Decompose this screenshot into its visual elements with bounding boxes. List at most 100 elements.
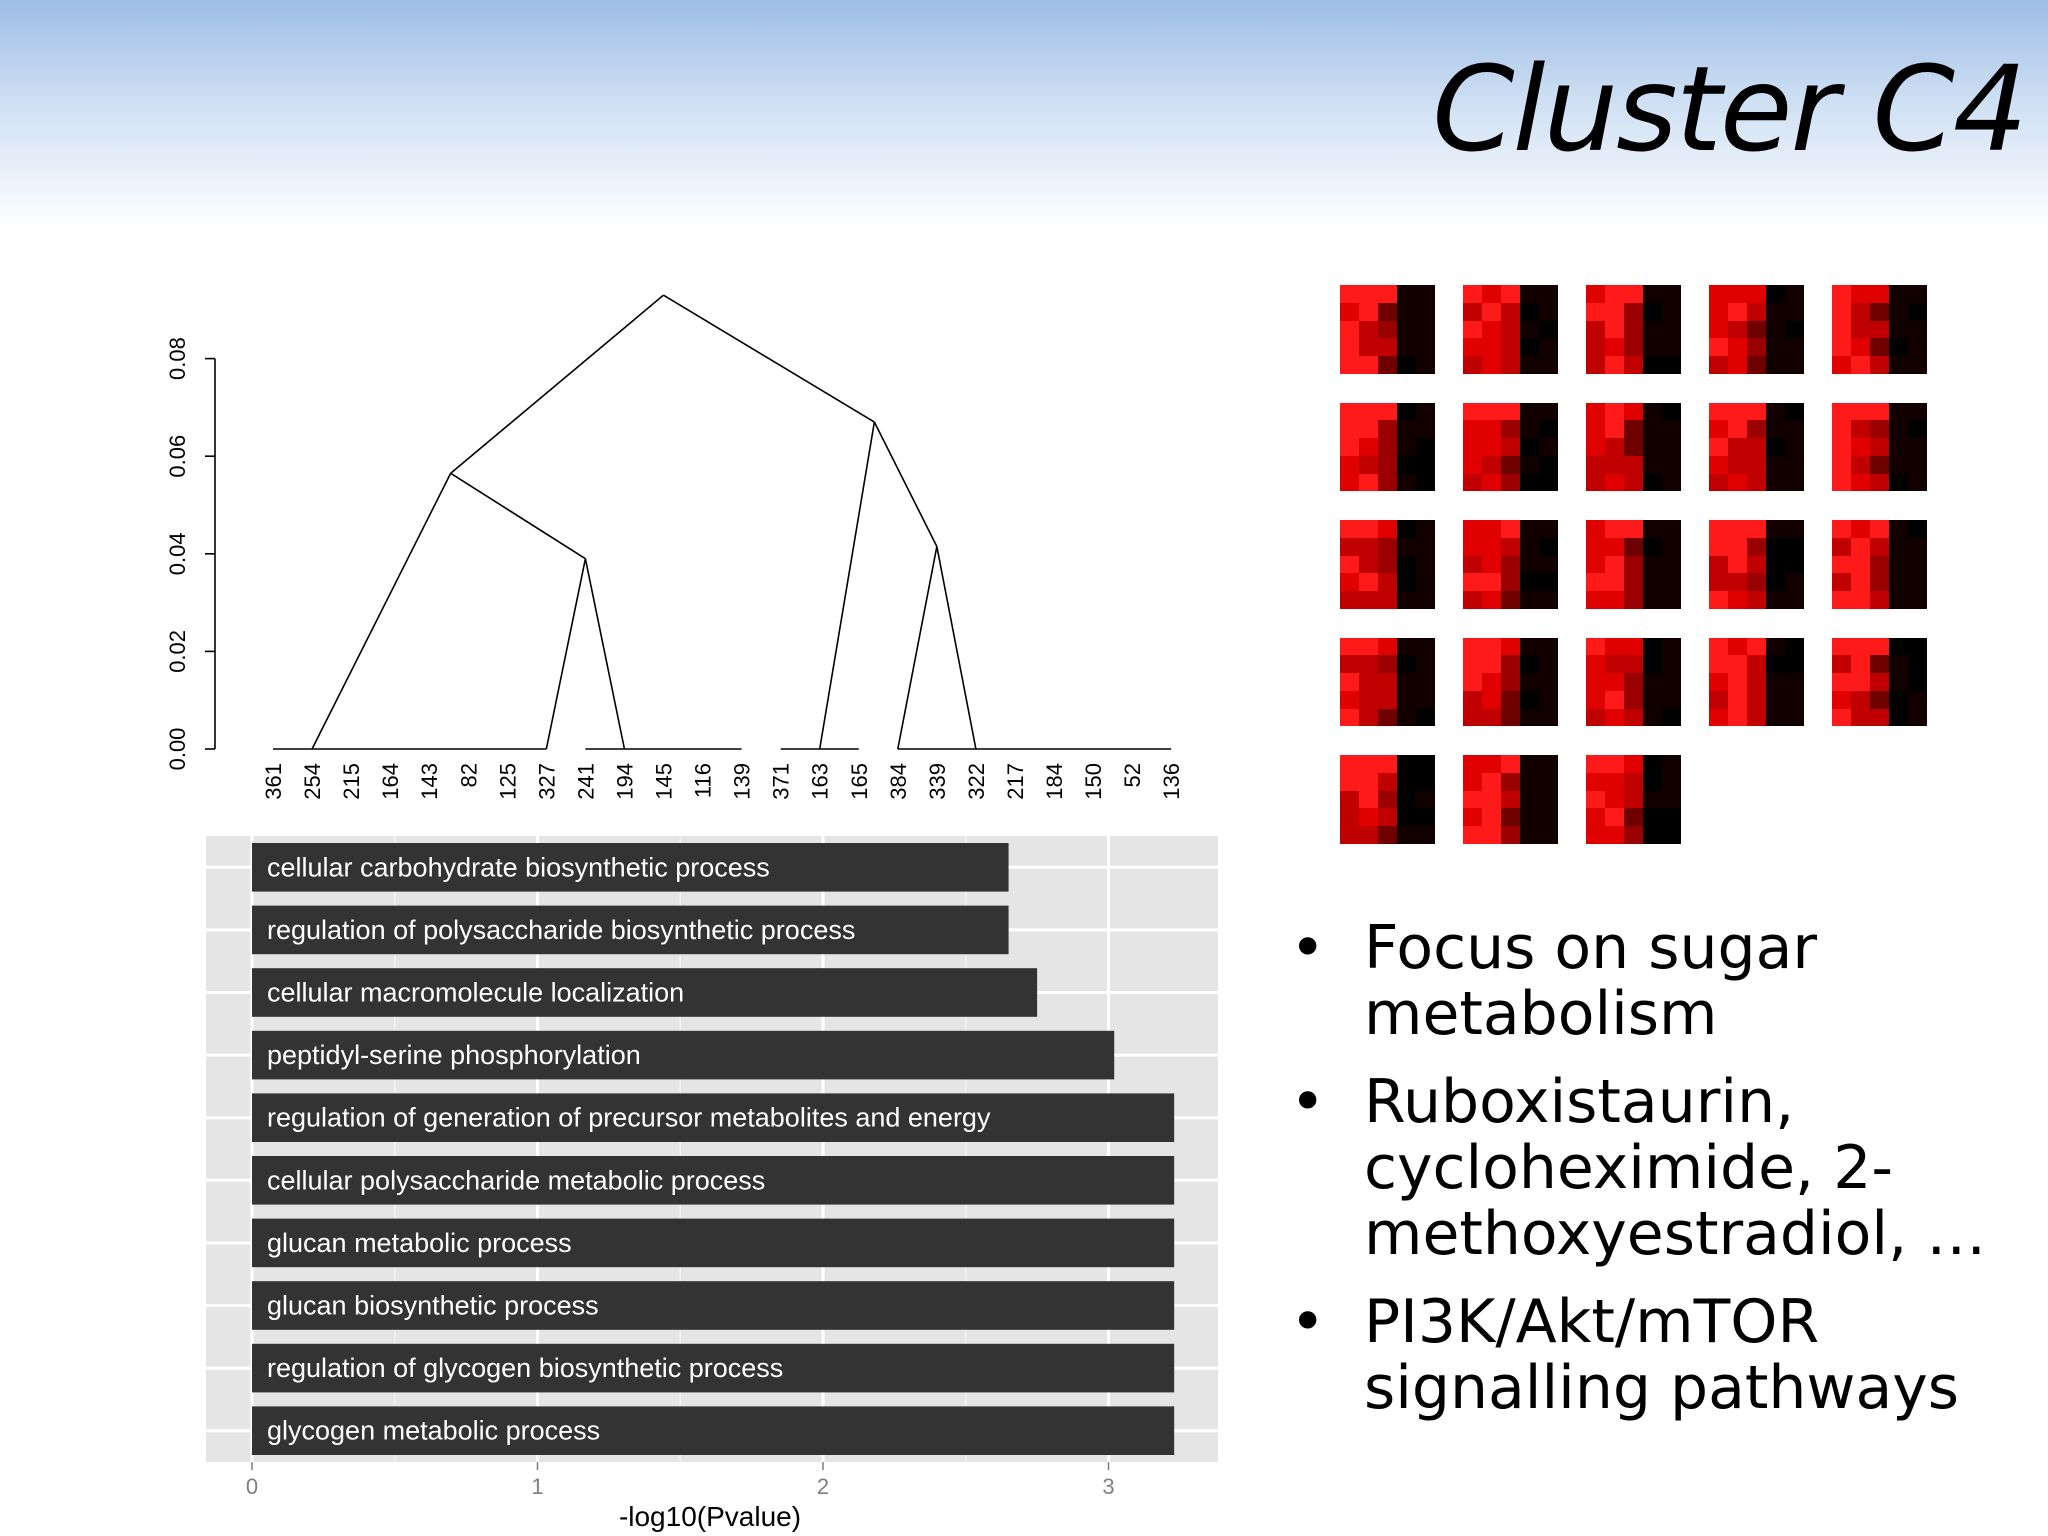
bullet-dot: • xyxy=(1290,1287,1326,1357)
heatmap-cell xyxy=(1662,755,1681,773)
bar xyxy=(252,905,1009,955)
heatmap-cell xyxy=(1539,320,1558,339)
heatmap-cell xyxy=(1539,338,1558,357)
heatmap-cell xyxy=(1643,755,1662,773)
heatmap-cell xyxy=(1501,420,1520,439)
heatmap-cell xyxy=(1709,637,1728,656)
heatmap-cell xyxy=(1539,673,1558,691)
heatmap-cell xyxy=(1397,285,1416,303)
heatmap-cell xyxy=(1416,520,1435,538)
heatmap-cell xyxy=(1709,402,1728,421)
heatmap-cell xyxy=(1416,573,1435,592)
heatmap-cell xyxy=(1463,637,1482,656)
heatmap-cell xyxy=(1643,790,1662,809)
heatmap-cell xyxy=(1889,473,1908,492)
heatmap-cell xyxy=(1397,338,1416,357)
heatmap-cell xyxy=(1586,438,1605,456)
heatmap-cell xyxy=(1889,520,1908,538)
heatmap-cell xyxy=(1501,338,1520,357)
heatmap-cell xyxy=(1766,402,1785,421)
heatmap-cell xyxy=(1908,673,1927,691)
heatmap-cell xyxy=(1662,520,1681,538)
bullet-list: •Focus on sugar metabolism •Ruboxistauri… xyxy=(1280,915,2040,1443)
heatmap-tile xyxy=(1586,285,1681,374)
heatmap-cell xyxy=(1908,338,1927,357)
heatmap-cell xyxy=(1709,455,1728,474)
heatmap-tile xyxy=(1709,402,1804,492)
heatmap-cell xyxy=(1340,591,1359,609)
heatmap-cell xyxy=(1908,537,1927,556)
heatmap-cell xyxy=(1501,520,1520,538)
heatmap-cell xyxy=(1416,690,1435,709)
heatmap-cell xyxy=(1832,285,1851,303)
heatmap-cell xyxy=(1709,690,1728,709)
heatmap-cell xyxy=(1709,420,1728,439)
heatmap-cell xyxy=(1378,708,1397,727)
heatmap-cell xyxy=(1463,302,1482,321)
heatmap-cell xyxy=(1643,402,1662,421)
heatmap-cell xyxy=(1747,537,1766,556)
heatmap-cell xyxy=(1908,573,1927,592)
heatmap-cell xyxy=(1766,591,1785,609)
heatmap-cell xyxy=(1605,420,1624,439)
heatmap-cell xyxy=(1624,338,1643,357)
heatmap-cell xyxy=(1889,591,1908,609)
heatmap-cell xyxy=(1870,420,1889,439)
heatmap-cell xyxy=(1605,520,1624,538)
heatmap-cell xyxy=(1539,826,1558,844)
heatmap-grid xyxy=(1340,285,1940,855)
heatmap-cell xyxy=(1378,673,1397,691)
heatmap-cell xyxy=(1520,520,1539,538)
heatmap-cell xyxy=(1662,338,1681,357)
heatmap-cell xyxy=(1643,655,1662,674)
heatmap-cell xyxy=(1889,438,1908,456)
heatmap-cell xyxy=(1728,673,1747,691)
heatmap-cell xyxy=(1662,537,1681,556)
heatmap-cell xyxy=(1586,302,1605,321)
dendrogram-leaf-label: 139 xyxy=(730,763,755,800)
heatmap-cell xyxy=(1851,591,1870,609)
heatmap-cell xyxy=(1624,708,1643,727)
heatmap-cell xyxy=(1397,555,1416,574)
dendrogram-leaf-label: 116 xyxy=(691,763,716,798)
heatmap-cell xyxy=(1728,420,1747,439)
heatmap-cell xyxy=(1889,555,1908,574)
heatmap-tile xyxy=(1340,285,1435,374)
heatmap-cell xyxy=(1728,690,1747,709)
heatmap-cell xyxy=(1728,455,1747,474)
heatmap-cell xyxy=(1785,338,1804,357)
heatmap-cell xyxy=(1709,655,1728,674)
dendrogram-y-tick-label: 0.08 xyxy=(165,337,190,380)
heatmap-cell xyxy=(1501,302,1520,321)
heatmap-cell xyxy=(1416,302,1435,321)
bar-label: cellular macromolecule localization xyxy=(267,978,684,1008)
heatmap-cell xyxy=(1463,673,1482,691)
heatmap-cell xyxy=(1359,808,1378,827)
heatmap-cell xyxy=(1643,673,1662,691)
heatmap-cell xyxy=(1482,637,1501,656)
heatmap-cell xyxy=(1520,808,1539,827)
bar xyxy=(252,1093,1175,1142)
heatmap-cell xyxy=(1539,555,1558,574)
heatmap-cell xyxy=(1340,708,1359,727)
heatmap-cell xyxy=(1397,655,1416,674)
heatmap-cell xyxy=(1785,356,1804,374)
bar xyxy=(252,843,1009,892)
heatmap-cell xyxy=(1340,555,1359,574)
dendrogram-y-tick-label: 0.02 xyxy=(165,630,190,673)
heatmap-cell xyxy=(1539,285,1558,303)
heatmap-cell xyxy=(1586,455,1605,474)
heatmap-cell xyxy=(1539,473,1558,492)
heatmap-cell xyxy=(1709,555,1728,574)
heatmap-cell xyxy=(1870,402,1889,421)
heatmap-cell xyxy=(1766,320,1785,339)
heatmap-cell xyxy=(1586,555,1605,574)
dendrogram-branch xyxy=(818,421,876,750)
heatmap-cell xyxy=(1643,708,1662,727)
heatmap-cell xyxy=(1463,420,1482,439)
heatmap-cell xyxy=(1340,573,1359,592)
slide-title: Cluster C4 xyxy=(1432,40,2028,178)
heatmap-cell xyxy=(1728,320,1747,339)
bullet-item: •PI3K/Akt/mTOR signalling pathways xyxy=(1280,1289,2040,1421)
heatmap-cell xyxy=(1359,402,1378,421)
